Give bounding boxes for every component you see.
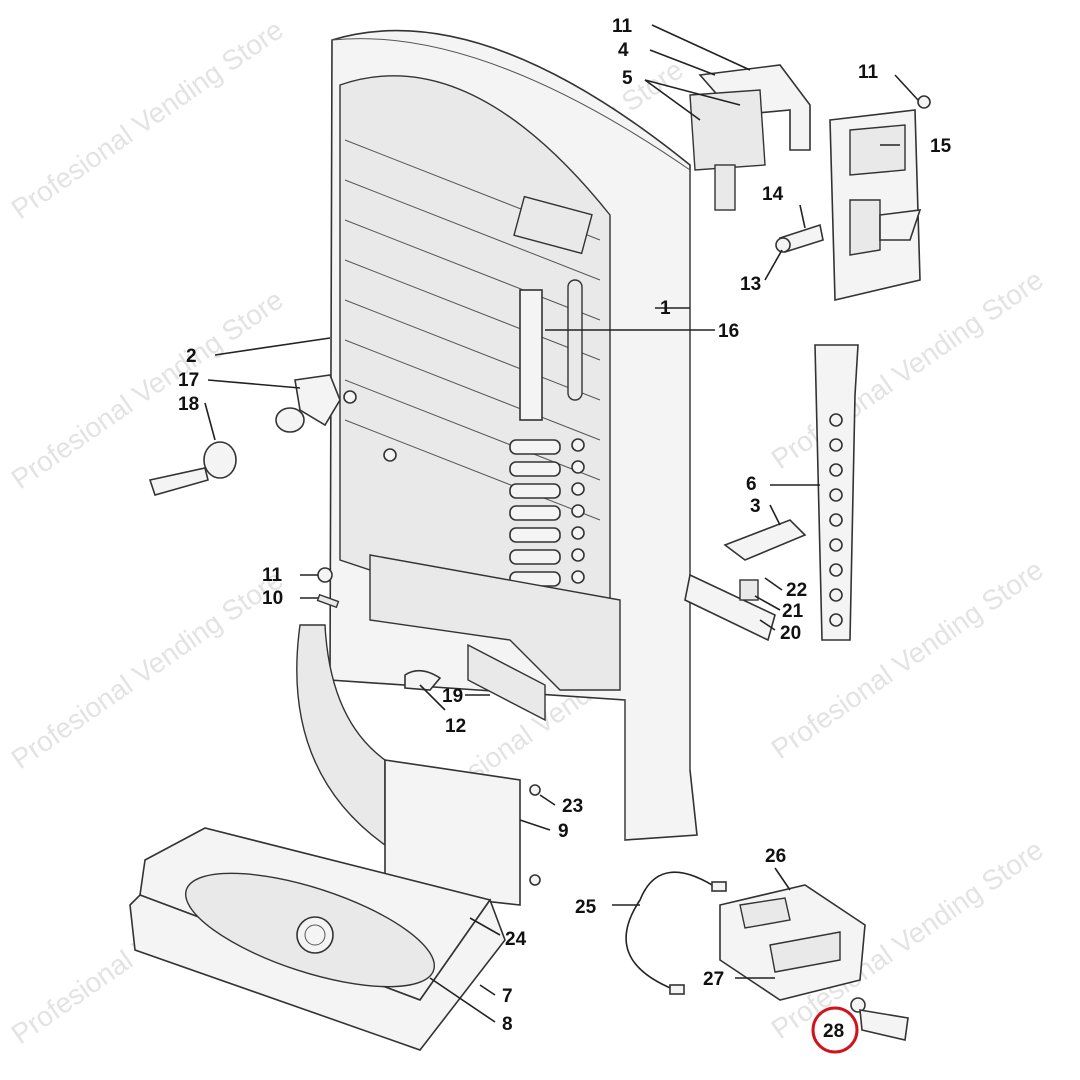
part-label-2: 2 — [186, 346, 197, 367]
part-label-20: 20 — [780, 623, 801, 644]
part-label-23: 23 — [562, 796, 583, 817]
part-label-15: 15 — [930, 136, 952, 157]
watermark-text: Profesional Vending Store — [6, 284, 289, 495]
part-label-13: 13 — [740, 274, 761, 295]
clip-part-3 — [723, 519, 807, 561]
part-label-5: 5 — [622, 68, 633, 89]
screw-assembly-13-14 — [775, 223, 824, 253]
screws-10-11 — [316, 567, 340, 609]
part-label-10: 10 — [262, 588, 283, 609]
module-part-26-27 — [719, 884, 866, 1001]
part-label-7: 7 — [502, 986, 513, 1007]
part-label-12: 12 — [445, 716, 466, 737]
selection-buttons — [509, 438, 585, 609]
part-label-9: 9 — [558, 821, 569, 842]
part-label-1: 1 — [660, 298, 671, 319]
door-panel — [329, 29, 698, 841]
part-label-27: 27 — [703, 969, 724, 990]
highlight-ring — [811, 1006, 859, 1054]
top-bracket-assembly — [689, 64, 811, 211]
watermark-text: Profesional Vending Store — [6, 564, 289, 775]
part-label-26: 26 — [765, 846, 786, 867]
part-label-11: 11 — [612, 16, 633, 37]
part-label-22: 22 — [786, 580, 807, 601]
part-label-11: 11 — [858, 62, 879, 83]
drip-tray-assembly — [129, 827, 506, 1051]
part-label-3: 3 — [750, 496, 761, 517]
watermark-text: Profesional Vending Store — [766, 554, 1049, 765]
watermark-text: Profesional Vending Store — [6, 14, 289, 225]
part-label-16: 16 — [718, 321, 739, 342]
part-label-21: 21 — [782, 601, 804, 622]
part-label-8: 8 — [502, 1014, 513, 1035]
part-label-11: 11 — [262, 565, 283, 586]
part-28-tab — [850, 997, 909, 1041]
part-label-24: 24 — [505, 929, 527, 950]
bracket-part-20 — [684, 573, 776, 642]
part-labels: 11 4 5 11 15 14 13 1 16 2 17 18 6 3 22 2… — [178, 16, 952, 1042]
part-label-17: 17 — [178, 370, 199, 391]
leader-lines — [204, 24, 919, 1023]
lock-assembly — [148, 374, 397, 496]
coin-chute-strip — [814, 344, 859, 641]
part-label-18: 18 — [178, 394, 199, 415]
cable-part-25 — [625, 871, 727, 995]
part-label-25: 25 — [575, 897, 597, 918]
part-label-14: 14 — [762, 184, 784, 205]
coin-mechanism-assembly — [829, 95, 931, 302]
cup-door-assembly — [296, 624, 541, 906]
watermark-text: Profesional Vending Store — [766, 264, 1049, 475]
part-label-6: 6 — [746, 474, 757, 495]
part-label-28: 28 — [823, 1021, 844, 1042]
part-label-4: 4 — [618, 40, 629, 61]
part-label-19: 19 — [442, 686, 463, 707]
